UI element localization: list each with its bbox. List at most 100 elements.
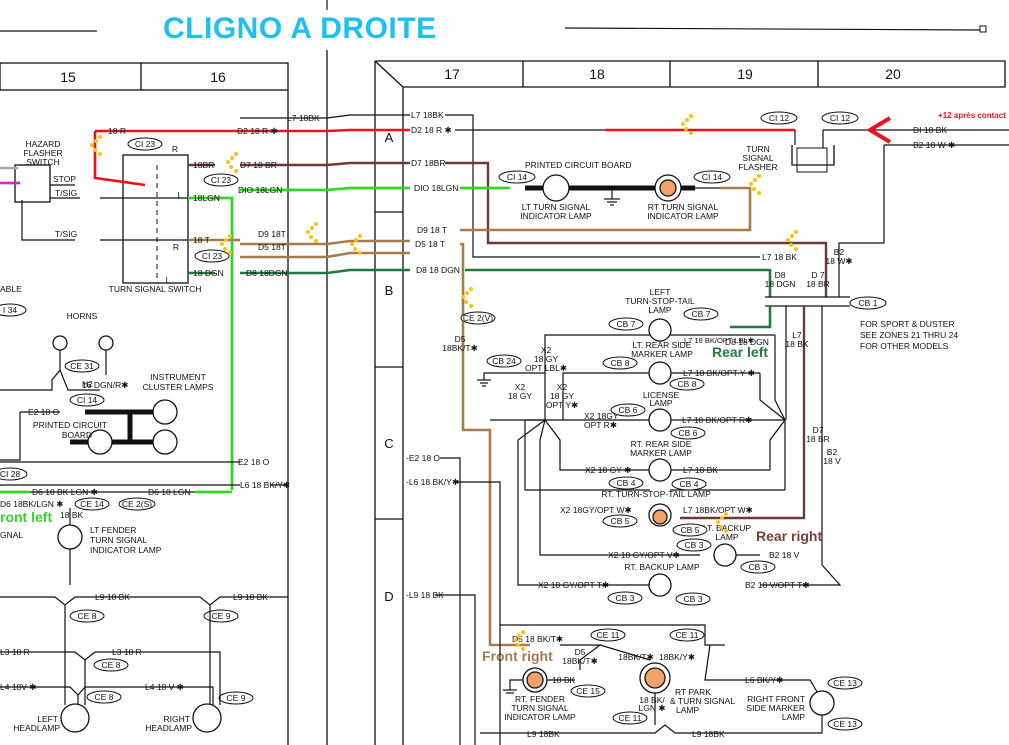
wire-d10-left <box>240 186 410 192</box>
label-d8: D8 18 DGN <box>416 265 460 275</box>
ce13a-label: CE 13 <box>833 678 857 688</box>
lic-1: LICENSE <box>643 390 680 400</box>
l7-y-label: L7 18 BK/OPT Y ✱ <box>683 368 755 378</box>
row-a: A <box>385 130 394 145</box>
marker-dot <box>228 234 232 238</box>
connector-ci12-a-label: CI 12 <box>769 113 790 123</box>
ltst-3: LAMP <box>648 305 671 315</box>
marker-dot <box>469 304 473 308</box>
note-2: SEE ZONES 21 THRU 24 <box>860 330 958 340</box>
l9-bot-1: L9 18BK <box>527 729 560 739</box>
marker-dot <box>354 238 358 242</box>
marker-dot <box>223 247 227 251</box>
ce11c-label: CE 11 <box>619 713 642 723</box>
marker-dot <box>234 152 238 156</box>
cluster-lamp-2 <box>87 429 113 455</box>
rear-left-annotation: Rear left <box>712 344 769 360</box>
rtp-3: LAMP <box>676 705 699 715</box>
x2-lbl-3: OPT LBL✱ <box>525 363 567 373</box>
cb4a-label: CB 4 <box>617 478 636 488</box>
cb-d7-1: D 7 <box>811 270 825 280</box>
label-d2-left: D2 18 R ✱ <box>237 126 278 136</box>
right-front-side-marker-lamp <box>809 690 835 716</box>
hazard-1: HAZARD <box>26 139 61 149</box>
ce8c-label: CE 8 <box>95 692 114 702</box>
label-l7: L7 18BK <box>411 110 444 120</box>
connector-ci14-right-label: CI 14 <box>702 172 723 182</box>
zone-18: 18 <box>589 66 605 82</box>
lt-fender-turn-indicator-lamp <box>57 524 83 550</box>
x2-v-label: X2 18 GY/OPT V✱ <box>608 550 680 560</box>
left-headlamp <box>60 703 90 733</box>
ce2v-label: CE 2(V) <box>463 313 493 323</box>
lt-backup-lamp <box>713 543 737 567</box>
flasher-label-3: FLASHER <box>738 162 777 172</box>
marker-dot <box>794 247 798 251</box>
marker-dot <box>469 287 473 291</box>
x2-gy-2: 18 GY <box>508 391 532 401</box>
cb7b-label: CB 7 <box>692 309 711 319</box>
cb3b-label: CB 3 <box>749 562 768 572</box>
cb8b-label: CB 8 <box>678 379 697 389</box>
ce8b-label: CE 8 <box>102 660 121 670</box>
label-b2: B2 18 W ✱ <box>913 140 955 150</box>
rfs-1: RIGHT FRONT <box>747 694 805 704</box>
x2-gy-1: X2 <box>515 382 526 392</box>
wire-l7-route <box>445 114 760 258</box>
l9-mid-label: -L9 18 BK <box>406 590 444 600</box>
marker-dot <box>790 234 794 238</box>
connector-ci12-a <box>760 111 798 125</box>
cluster-lamp-3 <box>152 429 178 455</box>
l3b-label: L3 18 R <box>112 647 142 657</box>
rt-backup-lamp <box>648 573 672 597</box>
ci23b-label: CI 23 <box>211 175 232 185</box>
ce15-label: CE 15 <box>576 686 600 696</box>
ltst-2: TURN-STOP-TAIL <box>625 296 695 306</box>
wire-d9-left <box>240 239 410 246</box>
l4b-label: L4 18 V ✱ <box>145 682 184 692</box>
b2-v-label: B2 18 V <box>769 550 800 560</box>
x2-r-2: OPT R✱ <box>584 420 617 430</box>
marker-dot <box>786 238 790 242</box>
license-lamp <box>648 408 672 432</box>
x2-r-1: X2 18GY <box>584 411 619 421</box>
marker-dot <box>724 512 728 516</box>
marker-dot <box>757 174 761 178</box>
cluster-1: INSTRUMENT <box>150 372 206 382</box>
wire-d8-left <box>240 268 410 275</box>
ground-icon <box>604 188 620 206</box>
cable-label: ABLE <box>0 284 22 294</box>
marker-dot <box>464 300 468 304</box>
marker-dot <box>753 178 757 182</box>
hazard-2: FLASHER <box>23 148 62 158</box>
sw-r2: R <box>173 242 179 252</box>
wire-d7-left <box>240 161 410 167</box>
marker-dot <box>757 191 761 195</box>
d7-v-2: 18 BR <box>806 434 830 444</box>
dgn18-label: 18 DGN <box>193 268 224 278</box>
cb1-connector-block <box>765 296 850 307</box>
row-d: D <box>384 589 393 604</box>
marker-dot <box>689 114 693 118</box>
h2-label: H2 <box>82 379 93 389</box>
ci34-label: I 34 <box>3 305 17 315</box>
lgn18-label: 18LGN <box>193 193 220 203</box>
wire-l7 <box>240 114 410 119</box>
marker-dot <box>98 152 102 156</box>
cb5a-label: CB 5 <box>611 516 630 526</box>
marker-dot <box>309 235 313 239</box>
marker-dot <box>716 520 720 524</box>
cb6a-label: CB 6 <box>619 405 638 415</box>
rear-right-annotation: Rear right <box>756 528 823 544</box>
ltb-1: LT. BACKUP <box>703 523 751 533</box>
x2-lbl-1: X2 <box>541 345 552 355</box>
cb-d8-1: D8 <box>775 270 786 280</box>
l6-bky-label: L6 BK/Y✱ <box>745 675 783 685</box>
b2-v-1: B2 <box>827 447 838 457</box>
marker-dot <box>98 135 102 139</box>
d7-left-label: D7 18 BR <box>240 160 277 170</box>
ltf-2: TURN SIGNAL <box>90 535 147 545</box>
marker-dot <box>461 295 465 299</box>
d8-left-label: D8 18DGN <box>246 268 288 278</box>
ltb-2: LAMP <box>715 532 738 542</box>
